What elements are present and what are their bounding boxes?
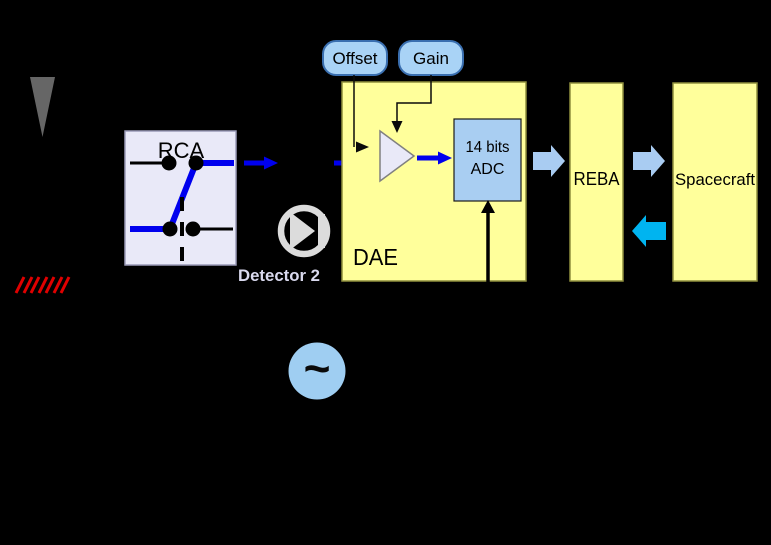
reba-label: REBA — [574, 169, 620, 189]
detector-icon — [277, 204, 331, 258]
hatch-stripe — [37, 276, 49, 294]
arrow-head — [481, 200, 495, 213]
reba-box: REBA — [569, 82, 624, 282]
offset-node-body — [322, 40, 388, 76]
gain-label: Gain — [413, 49, 449, 68]
spacecraft-box-body — [672, 82, 758, 282]
detector-triangle — [290, 212, 315, 250]
switch-contact-dot — [188, 155, 204, 171]
reba-box-body — [569, 82, 624, 282]
switch-icon — [130, 155, 234, 266]
adc-box: 14 bits ADC — [453, 118, 522, 202]
sine-generator-icon: ~ — [288, 342, 346, 400]
arrow-head — [391, 121, 403, 133]
hatch-stripe — [44, 276, 56, 294]
switch-contact-dot — [185, 221, 201, 237]
switch-contact-dot — [162, 221, 178, 237]
dae-label: DAE — [353, 244, 398, 270]
control-line — [396, 75, 432, 121]
switch-blue-blade — [167, 160, 199, 232]
amp-to-adc-arrow — [417, 151, 452, 165]
sine-wave-symbol: ~ — [304, 342, 331, 394]
adc-label-line2: ADC — [471, 161, 505, 178]
gain-node: Gain — [398, 40, 464, 76]
detector-bar — [318, 214, 325, 248]
hatch-stripe — [29, 276, 41, 294]
spacecraft-to-reba-arrow — [632, 215, 666, 247]
offset-node: Offset — [322, 40, 388, 76]
offset-label: Offset — [333, 49, 378, 68]
adc-box-body — [453, 118, 522, 202]
dae-to-reba-arrow — [533, 145, 565, 177]
optical-cone-icon — [30, 77, 55, 137]
adc-label-line1: 14 bits — [466, 139, 510, 156]
hatch-stripe — [22, 276, 34, 294]
arrow-head — [438, 151, 452, 165]
gain-control-arrow — [391, 75, 432, 133]
hatch-stripe — [14, 276, 26, 294]
hatch-stripe — [52, 276, 64, 294]
rca-box: RCA — [124, 130, 237, 266]
offset-control-arrow — [353, 75, 369, 153]
amplifier-icon — [379, 129, 416, 183]
arrow-head — [264, 156, 278, 170]
rca-output-arrow — [244, 156, 278, 170]
arrow-head — [356, 141, 369, 153]
spacecraft-label: Spacecraft — [675, 170, 755, 189]
rca-box-body — [124, 130, 237, 266]
switch-contact-dot — [161, 155, 177, 171]
spacecraft-box: Spacecraft — [672, 82, 758, 282]
detector-ring — [277, 204, 331, 258]
adc-clock-input-arrow — [481, 200, 495, 312]
sine-generator-circle — [288, 342, 346, 400]
hatch-stripe — [59, 276, 71, 294]
detector-label: Detector 2 — [238, 266, 320, 285]
reba-to-spacecraft-arrow — [633, 145, 665, 177]
cold-plate-hatch-icon — [14, 276, 71, 294]
